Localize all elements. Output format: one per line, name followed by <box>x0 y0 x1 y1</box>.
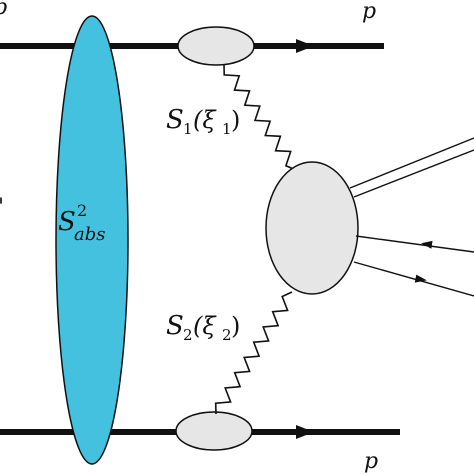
survival-factor-label: S 2 abs <box>58 201 106 245</box>
outgoing-double-line-lower <box>353 149 474 198</box>
top-proton-arrow <box>296 39 314 53</box>
mid-left-partial-label: ' <box>0 195 4 220</box>
svg-text:2: 2 <box>183 326 193 344</box>
bottom-vertex-blob <box>175 411 253 451</box>
svg-text:1: 1 <box>222 120 232 138</box>
svg-text:): ) <box>231 106 240 134</box>
bottom-right-p-label: p <box>364 449 378 474</box>
svg-text:(ξ: (ξ <box>193 106 217 134</box>
outgoing-line-lower <box>353 261 474 297</box>
top-photon-line <box>223 63 297 171</box>
svg-text:S: S <box>166 105 184 135</box>
svg-text:abs: abs <box>74 224 106 245</box>
outgoing-line-lower-arrow <box>414 274 427 283</box>
survival-factor-ellipse <box>55 15 129 465</box>
photon-flux-1-label: S 1 (ξ 1 ) <box>166 105 240 138</box>
top-left-partial-label: b <box>0 0 8 20</box>
top-vertex-blob <box>177 26 255 66</box>
svg-text:S: S <box>166 311 184 341</box>
outgoing-line-middle <box>355 235 474 253</box>
bottom-proton-arrow <box>296 425 314 439</box>
bottom-photon-line <box>214 291 293 415</box>
photon-flux-2-label: S 2 (ξ 2 ) <box>166 311 240 344</box>
svg-text:(ξ: (ξ <box>193 312 217 340</box>
outgoing-line-middle-arrow <box>421 240 433 249</box>
svg-text:2: 2 <box>222 326 232 344</box>
central-production-blob <box>265 161 359 295</box>
top-right-p-label: p <box>362 0 376 24</box>
svg-text:): ) <box>231 312 240 340</box>
svg-text:S: S <box>58 207 76 237</box>
svg-text:2: 2 <box>77 201 87 220</box>
svg-text:1: 1 <box>183 120 193 138</box>
outgoing-double-line-upper <box>349 137 474 189</box>
